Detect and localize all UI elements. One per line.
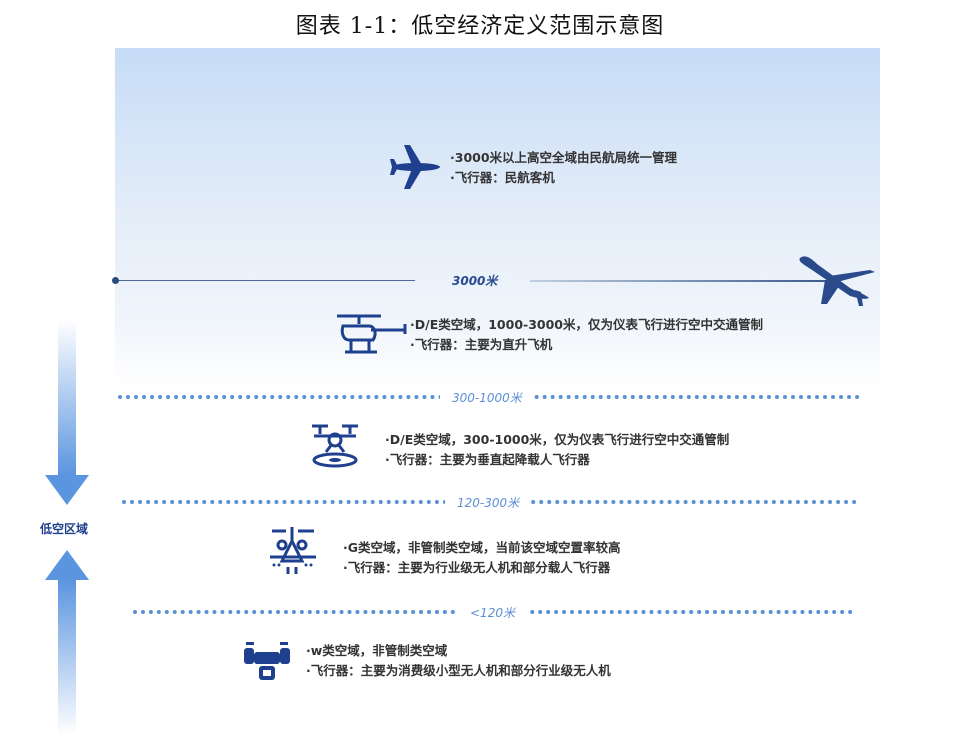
zone-4-line-1: ·G类空域，非管制类空域，当前该空域空置率较高 <box>343 540 621 555</box>
altitude-label-120-300: 120-300米 <box>445 494 532 511</box>
line-dot <box>112 277 119 284</box>
zone-5-text: ·w类空域，非管制类空域 ·飞行器：主要为消费级小型无人机和部分行业级无人机 <box>306 641 611 681</box>
industrial-drone-icon <box>270 527 316 574</box>
up-arrow-head <box>45 550 89 580</box>
figure-title: 图表 1-1：低空经济定义范围示意图 <box>295 14 665 39</box>
zone-5-line-1: ·w类空域，非管制类空域 <box>306 643 448 658</box>
sky-background <box>115 48 880 388</box>
zone-1-line-1: ·3000米以上高空全域由民航局统一管理 <box>450 150 678 165</box>
down-arrow-head <box>45 475 89 505</box>
zone-2-line-1: ·D/E类空域，1000-3000米，仅为仪表飞行进行空中交通管制 <box>410 317 763 332</box>
altitude-line-3000 <box>115 280 415 281</box>
zone-1-text: ·3000米以上高空全域由民航局统一管理 ·飞行器：民航客机 <box>450 148 677 188</box>
consumer-drone-icon <box>244 642 290 680</box>
zone-2-line-2: ·飞行器：主要为直升飞机 <box>410 337 553 352</box>
zone-3-text: ·D/E类空域，300-1000米，仅为仪表飞行进行空中交通管制 ·飞行器：主要为… <box>385 430 729 470</box>
altitude-line-3000-right <box>530 280 830 282</box>
side-label: 低空区域 <box>40 522 89 536</box>
altitude-label-3000: 3000米 <box>452 274 498 288</box>
zone-4-line-2: ·飞行器：主要为行业级无人机和部分载人飞行器 <box>343 560 611 575</box>
zone-1-line-2: ·飞行器：民航客机 <box>450 170 555 185</box>
altitude-label-300-1000: 300-1000米 <box>440 389 534 406</box>
altitude-label-120: <120米 <box>458 604 527 621</box>
zone-4-text: ·G类空域，非管制类空域，当前该空域空置率较高 ·飞行器：主要为行业级无人机和部分… <box>343 538 621 578</box>
airliner-large-icon <box>799 256 875 306</box>
zone-3-line-1: ·D/E类空域，300-1000米，仅为仪表飞行进行空中交通管制 <box>385 432 730 447</box>
up-arrow-stem <box>58 580 76 735</box>
evtol-icon <box>312 424 358 468</box>
zone-2-text: ·D/E类空域，1000-3000米，仅为仪表飞行进行空中交通管制 ·飞行器：主要… <box>410 315 763 355</box>
airliner-icon <box>390 145 440 189</box>
zone-3-line-2: ·飞行器：主要为垂直起降载人飞行器 <box>385 452 590 467</box>
zone-5-line-2: ·飞行器：主要为消费级小型无人机和部分行业级无人机 <box>306 663 611 678</box>
down-arrow-stem <box>58 320 76 475</box>
helicopter-icon <box>337 314 407 354</box>
